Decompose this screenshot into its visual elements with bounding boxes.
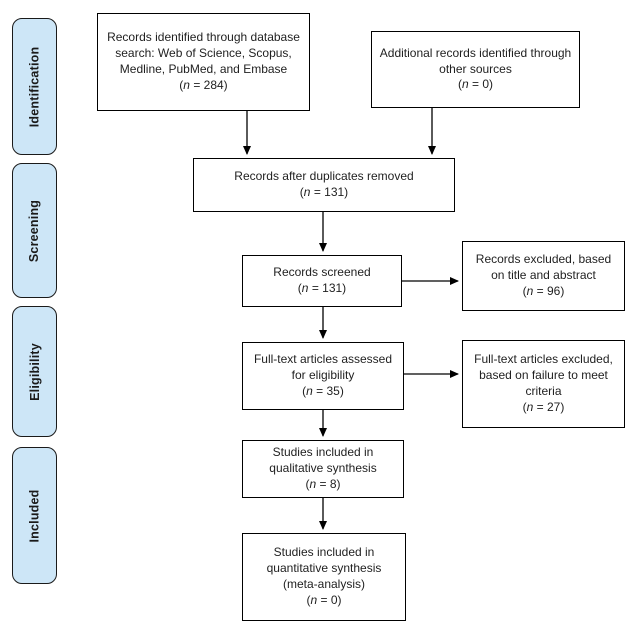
box-quantitative-synthesis: Studies included in quantitative synthes… (242, 533, 406, 621)
box-qualitative-synthesis: Studies included in qualitative synthesi… (242, 440, 404, 498)
box-fulltext-assessed: Full-text articles assessed for eligibil… (242, 342, 404, 410)
stage-eligibility-label: Eligibility (27, 342, 42, 401)
stage-identification-label: Identification (27, 46, 42, 127)
stage-identification: Identification (12, 18, 57, 155)
box-additional-records: Additional records identified through ot… (371, 31, 580, 108)
box-fulltext-excluded-label: Full-text articles excluded, based on fa… (474, 352, 613, 398)
box-records-excluded: Records excluded, based on title and abs… (462, 241, 625, 311)
box-records-excluded-label: Records excluded, based on title and abs… (475, 252, 612, 283)
box-qualitative-synthesis-count: (n = 8) (305, 476, 341, 491)
stage-screening: Screening (12, 163, 57, 298)
box-fulltext-excluded-count: (n = 27) (522, 399, 565, 414)
stage-eligibility: Eligibility (12, 306, 57, 437)
box-records-identified-count: (n = 284) (179, 77, 228, 92)
box-additional-records-label: Additional records identified through ot… (379, 45, 572, 76)
stage-included-label: Included (27, 489, 42, 542)
stage-screening-label: Screening (27, 199, 42, 262)
box-qualitative-synthesis-label: Studies included in qualitative synthesi… (269, 445, 377, 476)
box-duplicates-removed: Records after duplicates removed (n = 13… (193, 158, 455, 212)
box-fulltext-assessed-label: Full-text articles assessed for eligibil… (253, 352, 393, 383)
box-fulltext-excluded: Full-text articles excluded, based on fa… (462, 340, 625, 428)
box-quantitative-synthesis-count: (n = 0) (306, 592, 342, 607)
box-records-screened: Records screened (n = 131) (242, 255, 402, 307)
box-records-identified: Records identified through database sear… (97, 13, 310, 111)
box-records-excluded-count: (n = 96) (522, 283, 565, 298)
stage-included: Included (12, 447, 57, 584)
box-fulltext-assessed-count: (n = 35) (302, 383, 344, 398)
box-records-identified-label: Records identified through database sear… (107, 30, 300, 76)
box-duplicates-removed-count: (n = 131) (299, 185, 349, 199)
box-records-screened-label: Records screened (273, 265, 371, 280)
box-quantitative-synthesis-label: Studies included in quantitative synthes… (266, 545, 382, 591)
box-duplicates-removed-label: Records after duplicates removed (234, 169, 414, 184)
box-records-screened-count: (n = 131) (297, 281, 347, 295)
box-additional-records-count: (n = 0) (457, 77, 494, 92)
